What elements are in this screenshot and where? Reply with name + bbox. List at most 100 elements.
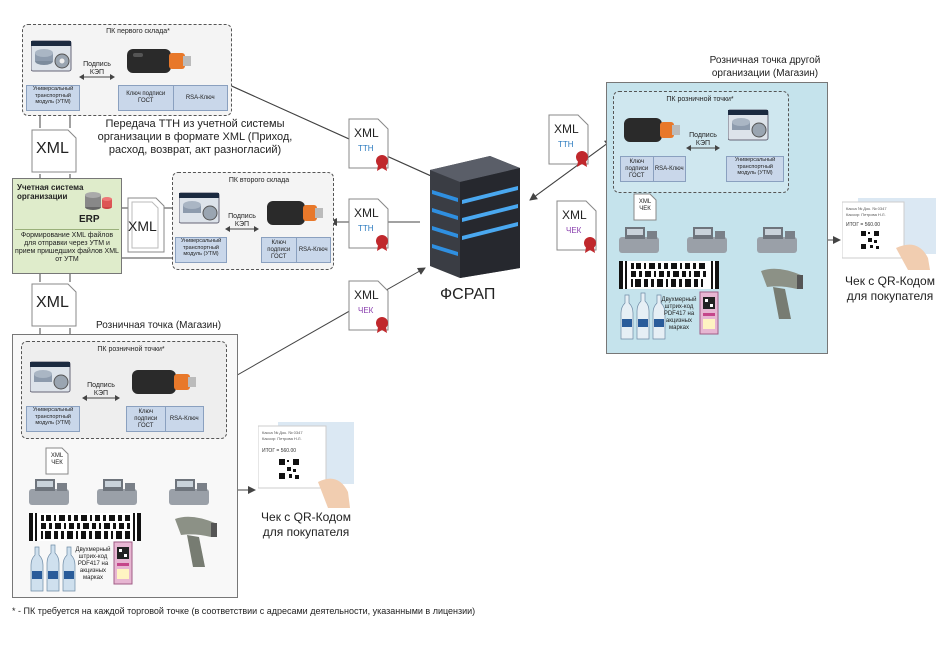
retail-other-box: ПК розничной точки* Ключ подписи ГОСТ RS… bbox=[606, 82, 828, 354]
warehouse2-key-label: Ключ подписи ГОСТ RSA-Ключ bbox=[261, 237, 331, 263]
retail-own-sign-arrow-icon bbox=[82, 395, 120, 401]
server-title: ФСРАП bbox=[440, 286, 496, 303]
check-label: ЧЕК bbox=[566, 226, 582, 235]
key-rsa-label: RSA-Ключ bbox=[295, 238, 331, 262]
cash-register-icon bbox=[95, 475, 139, 514]
cash-register-icon bbox=[755, 223, 799, 262]
xml-check-label: XML ЧЕК bbox=[638, 199, 652, 212]
key-rsa-label: RSA-Ключ bbox=[652, 157, 686, 181]
cash-register-icon bbox=[27, 475, 71, 514]
utm-computer-icon bbox=[30, 39, 75, 83]
barcode-scanner-icon bbox=[171, 513, 221, 574]
xml-label: XML bbox=[354, 126, 379, 140]
key-rsa-label: RSA-Ключ bbox=[164, 407, 204, 431]
retail-other-receipt-caption: Чек с QR-Кодом для покупателя bbox=[845, 274, 935, 303]
retail-other-title: Розничная точка другой организации (Мага… bbox=[709, 55, 821, 79]
receipt-total: ИТОГ = 560.00 bbox=[846, 222, 881, 228]
warehouse1-sign-arrow-icon bbox=[79, 74, 115, 80]
warehouse1-utm-label: Универсальный транспортный модуль (УТМ) bbox=[26, 85, 80, 111]
key-gost-label: Ключ подписи ГОСТ bbox=[134, 408, 158, 429]
retail-other-receipt: Касса № Док. № 0347 Кассир: Петрова Н.Л.… bbox=[842, 198, 938, 270]
ttn-label: ТТН bbox=[358, 224, 374, 233]
retail-own-barcode-caption: Двухмерный штрих-код PDF417 на акцизных … bbox=[75, 547, 111, 581]
retail-other-utm-label: Универсальный транспортный модуль (УТМ) bbox=[726, 156, 784, 182]
seal-icon bbox=[376, 155, 388, 171]
receipt-line2: Кассир: Петрова Н.Л. bbox=[846, 212, 886, 217]
utm-computer-icon bbox=[178, 191, 223, 235]
retail-own-receipt: Касса № Док. № 0347 Кассир: Петрова Н.Л.… bbox=[258, 422, 354, 508]
ttn-label: ТТН bbox=[358, 144, 374, 153]
xml-label: XML bbox=[36, 294, 69, 311]
erp-box: Учетная система организации ERP Формиров… bbox=[12, 178, 122, 274]
qr-code-icon bbox=[860, 230, 880, 255]
xml-ttn-doc-2: XML ТТН bbox=[348, 198, 390, 251]
xml-check-mini-doc: XML ЧЕК bbox=[45, 447, 69, 475]
xml-doc-big-2: XML bbox=[126, 196, 166, 254]
pdf417-barcode-icon bbox=[29, 513, 141, 541]
retail-own-title: Розничная точка (Магазин) bbox=[96, 320, 222, 331]
xml-label: XML bbox=[36, 140, 69, 157]
retail-own-receipt-caption: Чек с QR-Кодом для покупателя bbox=[261, 510, 351, 539]
xml-label: XML bbox=[562, 208, 587, 222]
retail-own-key-label: Ключ подписи ГОСТ RSA-Ключ bbox=[126, 406, 204, 432]
utm-computer-icon bbox=[727, 108, 772, 152]
usb-key-icon bbox=[263, 191, 327, 233]
receipt-line2: Кассир: Петрова Н.Л. bbox=[262, 436, 302, 441]
xml-check-label: XML ЧЕК bbox=[50, 453, 64, 466]
warehouse1-key-label: Ключ подписи ГОСТ RSA-Ключ bbox=[118, 85, 228, 111]
retail-own-box: ПК розничной точки* Универсальный трансп… bbox=[12, 334, 238, 598]
retail-other-pc-box: ПК розничной точки* Ключ подписи ГОСТ RS… bbox=[613, 91, 789, 193]
xml-ttn-doc-3: XML ТТН bbox=[548, 114, 590, 167]
usb-key-icon bbox=[121, 39, 193, 81]
retail-other-pc-title: ПК розничной точки* bbox=[666, 96, 734, 103]
retail-own-utm-label: Универсальный транспортный модуль (УТМ) bbox=[26, 406, 80, 432]
vodka-bottles-icon bbox=[29, 543, 79, 598]
retail-other-sign-arrow-icon bbox=[686, 145, 720, 151]
cash-register-icon bbox=[617, 223, 661, 262]
pdf417-barcode-icon bbox=[619, 261, 719, 289]
seal-icon bbox=[576, 151, 588, 167]
warehouse1-pc-box: ПК первого склада* Универсальный транспо… bbox=[22, 24, 232, 116]
retail-own-pc-box: ПК розничной точки* Универсальный трансп… bbox=[21, 341, 227, 439]
barcode-scanner-icon bbox=[757, 265, 807, 326]
receipt-line1: Касса № Док. № 0347 bbox=[846, 206, 887, 211]
footnote: * - ПК требуется на каждой торговой точк… bbox=[12, 606, 476, 616]
vodka-bottles-icon bbox=[619, 291, 669, 346]
key-gost-label: Ключ подписи ГОСТ bbox=[625, 158, 649, 179]
cash-register-icon bbox=[685, 223, 729, 262]
xml-label: XML bbox=[554, 122, 579, 136]
xml-check-doc-2: XML ЧЕК bbox=[556, 200, 598, 253]
xml-doc-big-3: XML bbox=[30, 282, 78, 328]
key-gost-label: Ключ подписи ГОСТ bbox=[267, 239, 291, 260]
xml-ttn-doc-1: XML ТТН bbox=[348, 118, 390, 171]
transfer-note: Передача ТТН из учетной системы организа… bbox=[97, 118, 293, 156]
excise-stamp-icon bbox=[113, 541, 133, 590]
cash-register-icon bbox=[167, 475, 211, 514]
seal-icon bbox=[376, 317, 388, 333]
warehouse2-sign-label: Подпись КЭП bbox=[228, 213, 256, 228]
xml-check-doc-1: XML ЧЕК bbox=[348, 280, 390, 333]
key-gost-label: Ключ подписи ГОСТ bbox=[126, 91, 166, 104]
erp-logo: ERP bbox=[79, 214, 100, 225]
xml-label: XML bbox=[354, 288, 379, 302]
warehouse2-title: ПК второго склада bbox=[228, 177, 290, 184]
retail-other-key-label: Ключ подписи ГОСТ RSA-Ключ bbox=[620, 156, 686, 182]
utm-computer-icon bbox=[29, 360, 74, 404]
warehouse1-sign-label: Подпись КЭП bbox=[83, 61, 111, 76]
retail-own-pc-title: ПК розничной точки* bbox=[97, 346, 165, 353]
warehouse2-sign-arrow-icon bbox=[225, 226, 259, 232]
usb-key-icon bbox=[126, 360, 198, 402]
key-rsa-label: RSA-Ключ bbox=[172, 86, 228, 110]
warehouse1-title: ПК первого склада* bbox=[106, 28, 170, 35]
xml-check-mini-doc: XML ЧЕК bbox=[633, 193, 657, 221]
seal-icon bbox=[584, 237, 596, 253]
erp-title: Учетная система организации bbox=[17, 183, 84, 201]
warehouse2-utm-label: Универсальный транспортный модуль (УТМ) bbox=[175, 237, 227, 263]
xml-doc-big-1: XML bbox=[30, 128, 78, 174]
retail-other-sign-label: Подпись КЭП bbox=[689, 132, 717, 147]
qr-code-icon bbox=[278, 458, 300, 485]
ttn-label: ТТН bbox=[558, 140, 574, 149]
retail-own-sign-label: Подпись КЭП bbox=[87, 382, 115, 397]
receipt-line1: Касса № Док. № 0347 bbox=[262, 430, 303, 435]
check-label: ЧЕК bbox=[358, 306, 374, 315]
